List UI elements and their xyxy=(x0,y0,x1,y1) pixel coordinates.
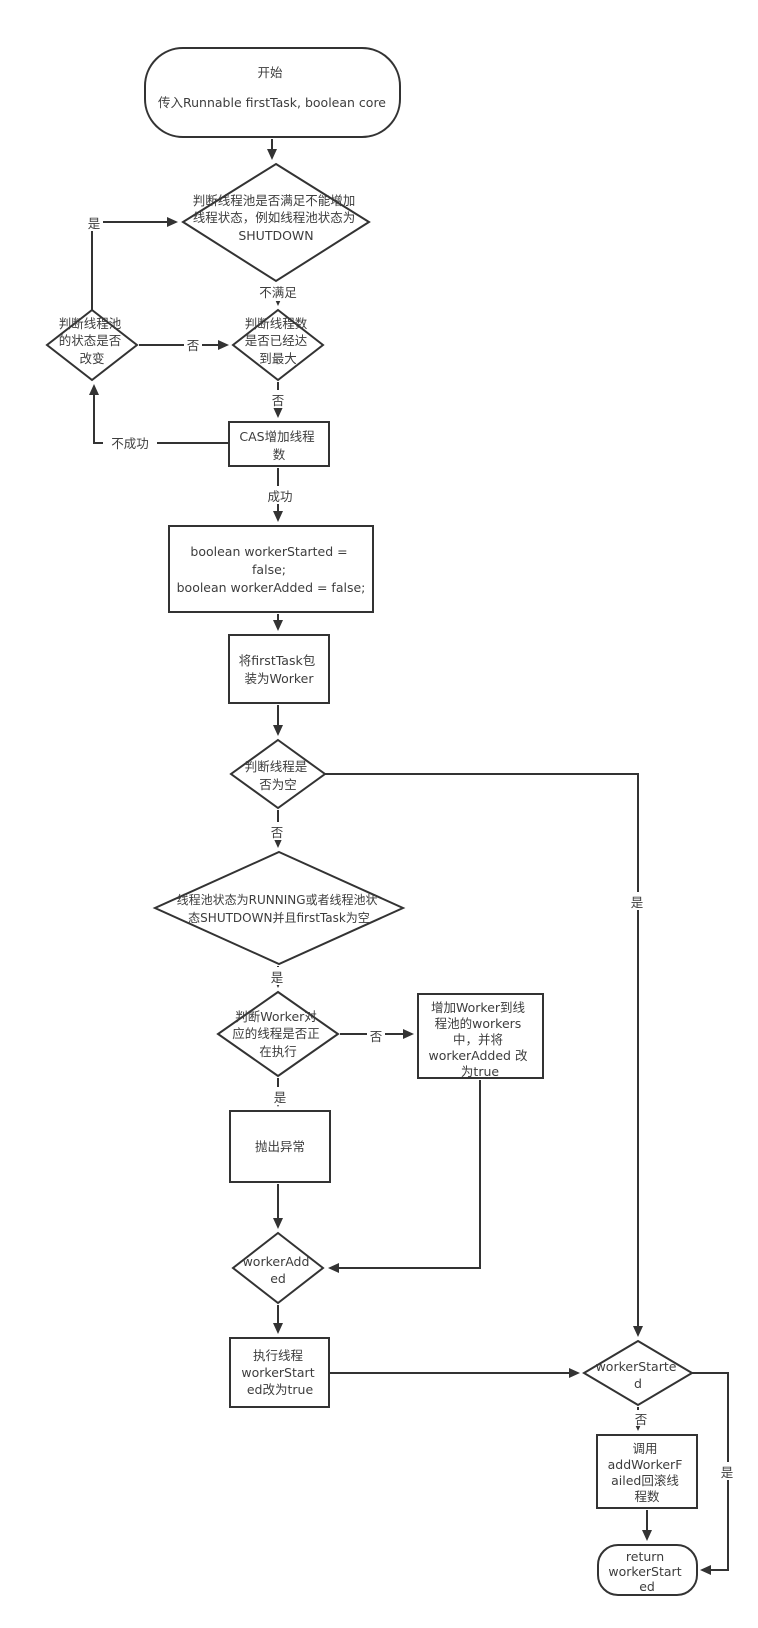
label-bg xyxy=(271,1087,289,1105)
node-thread-running: 判断Worker对 应的线程是否正 在执行 xyxy=(216,990,340,1078)
edge-label-state-changed-no: 否 xyxy=(187,338,200,353)
start-label: 开始 传入Runnable firstTask, boolean core xyxy=(158,65,386,110)
wrap-worker-label: 将firstTask包 装为Worker xyxy=(239,653,319,686)
label-bg xyxy=(632,1410,650,1426)
edge-label-thread-running-no: 否 xyxy=(370,1029,383,1044)
label-bg xyxy=(628,892,646,910)
node-add-worker-failed: 调用 addWorkerF ailed回滚线 程数 xyxy=(596,1434,698,1509)
thread-running-label: 判断Worker对 应的线程是否正 在执行 xyxy=(232,1009,324,1059)
start-terminator-shape xyxy=(144,47,401,138)
cas-increment-label: CAS增加线程 数 xyxy=(239,429,318,462)
node-cas-increment: CAS增加线程 数 xyxy=(228,421,330,467)
node-check-state: 判断线程池是否满足不能增加 线程状态，例如线程池状态为 SHUTDOWN xyxy=(181,162,371,283)
label-bg xyxy=(184,335,202,353)
start-thread-label: 执行线程 workerStart ed改为true xyxy=(241,1348,318,1397)
add-worker-label: 增加Worker到线 程池的workers 中，并将 workerAdded 改… xyxy=(429,1000,532,1079)
edge-thread-null-to-worker-started xyxy=(325,773,643,1337)
edge-label-thread-null-yes: 是 xyxy=(631,895,644,910)
label-bg xyxy=(367,1026,385,1044)
edge-add-worker-to-worker-added xyxy=(328,1080,481,1273)
edge-state-changed-to-check-state xyxy=(91,217,178,310)
throw-exception-label: 抛出异常 xyxy=(255,1139,305,1154)
return-label: return workerStart ed xyxy=(608,1549,685,1594)
edge-cas-to-state-changed xyxy=(89,384,229,444)
state-changed-label: 判断线程池 的状态是否 改变 xyxy=(59,316,126,366)
label-bg xyxy=(268,822,286,840)
edge-label-state-changed-yes: 是 xyxy=(88,216,101,231)
return-terminator-shape xyxy=(597,1544,698,1596)
check-state-diamond-shape xyxy=(181,162,371,283)
node-max-threads: 判断线程数 是否已经达 到最大 xyxy=(231,308,325,382)
label-bg xyxy=(85,213,103,231)
node-wrap-worker: 将firstTask包 装为Worker xyxy=(228,634,330,704)
start-thread-rect-shape xyxy=(229,1337,330,1408)
label-bg xyxy=(264,486,296,504)
worker-added-label: workerAdd ed xyxy=(243,1254,314,1286)
pool-state-label: 线程池状态为RUNNING或者线程池状 态SHUTDOWN并且firstTask… xyxy=(177,892,382,925)
node-worker-added: workerAdd ed xyxy=(231,1231,325,1305)
edge-label-worker-started-yes: 是 xyxy=(721,1465,734,1480)
check-state-label: 判断线程池是否满足不能增加 线程状态，例如线程池状态为 SHUTDOWN xyxy=(193,193,360,243)
init-flags-label: boolean workerStarted = false; boolean w… xyxy=(177,544,366,595)
max-threads-diamond-shape xyxy=(231,308,325,382)
cas-increment-rect-shape xyxy=(228,421,330,467)
label-bg xyxy=(269,390,287,408)
worker-added-diamond-shape xyxy=(231,1231,325,1305)
worker-started-label: workerStarte d xyxy=(596,1359,681,1391)
label-bg xyxy=(268,967,286,985)
edge-label-cas-success: 成功 xyxy=(267,489,292,504)
max-threads-label: 判断线程数 是否已经达 到最大 xyxy=(245,316,312,366)
throw-exception-rect-shape xyxy=(229,1110,331,1183)
node-start-thread: 执行线程 workerStart ed改为true xyxy=(229,1337,330,1408)
node-throw-exception: 抛出异常 xyxy=(229,1110,331,1183)
node-worker-started: workerStarte d xyxy=(582,1339,694,1407)
node-pool-state: 线程池状态为RUNNING或者线程池状 态SHUTDOWN并且firstTask… xyxy=(152,850,406,966)
thread-running-diamond-shape xyxy=(216,990,340,1078)
node-thread-null: 判断线程是 否为空 xyxy=(229,738,327,810)
thread-null-diamond-shape xyxy=(229,738,327,810)
pool-state-diamond-shape xyxy=(152,850,406,966)
worker-started-diamond-shape xyxy=(582,1339,694,1407)
node-add-worker: 增加Worker到线 程池的workers 中，并将 workerAdded 改… xyxy=(417,993,544,1079)
add-worker-failed-label: 调用 addWorkerF ailed回滚线 程数 xyxy=(608,1441,687,1504)
state-changed-diamond-shape xyxy=(45,308,139,382)
edge-label-check-not-satisfied: 不满足 xyxy=(259,285,297,300)
edge-labels: 是 不满足 否 否 不成功 成功 否 是 否 是 是 否 是 xyxy=(85,213,736,1480)
node-state-changed: 判断线程池 的状态是否 改变 xyxy=(45,308,139,382)
edge-label-cas-fail: 不成功 xyxy=(111,436,149,451)
thread-null-label: 判断线程是 否为空 xyxy=(245,759,312,792)
edge-label-worker-started-no: 否 xyxy=(635,1412,648,1427)
edge-label-thread-null-no: 否 xyxy=(271,825,284,840)
add-worker-failed-rect-shape xyxy=(596,1434,698,1509)
wrap-worker-rect-shape xyxy=(228,634,330,704)
node-init-flags: boolean workerStarted = false; boolean w… xyxy=(168,525,374,613)
node-start: 开始 传入Runnable firstTask, boolean core xyxy=(144,47,401,138)
node-return: return workerStart ed xyxy=(597,1544,698,1596)
edge-label-thread-running-yes: 是 xyxy=(274,1090,287,1105)
edge-label-pool-state-yes: 是 xyxy=(271,970,284,985)
label-bg xyxy=(103,434,157,452)
label-bg xyxy=(718,1462,736,1480)
label-bg xyxy=(256,283,300,301)
add-worker-rect-shape xyxy=(417,993,544,1079)
init-flags-rect-shape xyxy=(168,525,374,613)
edge-label-max-threads-no: 否 xyxy=(272,393,285,408)
edges xyxy=(89,139,729,1575)
